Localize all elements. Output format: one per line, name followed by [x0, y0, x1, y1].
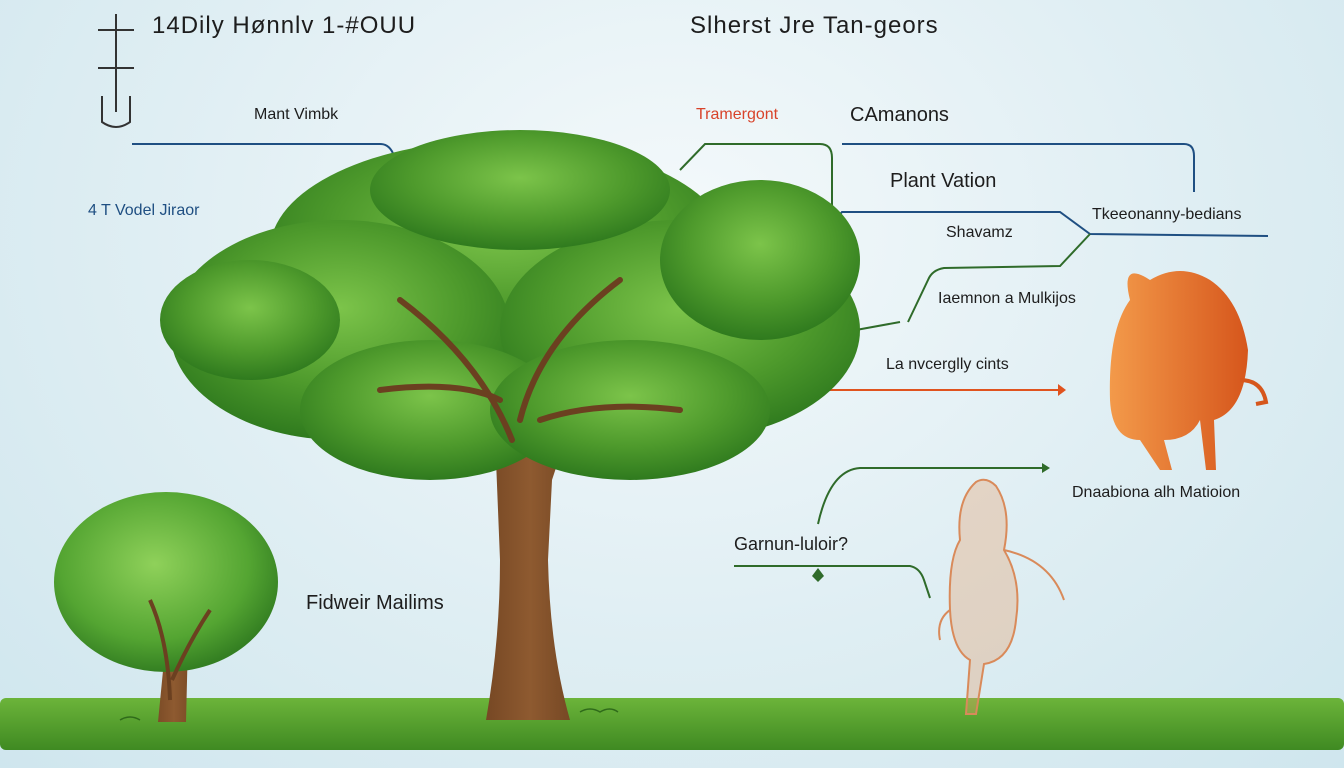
label-garnun: Garnun-luloir?: [734, 534, 849, 554]
label-t-vodel: 4 T Vodel Jiraor: [88, 202, 200, 219]
line-to-tree: [855, 321, 901, 331]
fork-icon: [98, 14, 134, 128]
arrow-orange-right: [1058, 384, 1066, 396]
line-garnun-bottom: [734, 565, 931, 599]
label-la-nvcerglly: La nvcerglly cints: [886, 356, 1009, 373]
label-shavamz: Shavamz: [946, 224, 1013, 241]
label-fidweir: Fidweir Mailims: [306, 592, 444, 614]
line-camanons: [842, 143, 1195, 192]
line-garnun-top: [817, 467, 1048, 525]
ground: [0, 698, 1344, 750]
main-tree: [160, 130, 860, 720]
line-tramergont: [679, 143, 833, 262]
arrow-green-down: [812, 568, 824, 582]
label-plant-vation: Plant Vation: [890, 170, 997, 192]
orange-animal-figure: [1109, 271, 1269, 470]
label-mant-vimbk: Mant Vimbk: [254, 106, 339, 123]
main-tree-trunk: [440, 350, 620, 720]
label-taxonomy: Tkeeonanny-bedians: [1092, 206, 1242, 223]
grass-tufts: [119, 708, 619, 721]
arrow-green-right: [1042, 463, 1050, 473]
small-tree: [54, 492, 278, 722]
title-right: Slherst Jre Tan-geors: [690, 12, 939, 39]
label-lemnon: Iaemnon a Mulkijos: [938, 290, 1076, 307]
label-camanons: CAmanons: [850, 104, 949, 126]
label-tramergont: Tramergont: [696, 106, 779, 123]
label-dnaabiona: Dnaabiona alh Matioion: [1072, 484, 1241, 501]
sketch-figure: [938, 478, 1065, 715]
line-shavamz: [907, 233, 1091, 323]
title-left: 14Dily Hønnlv 1-#OUU: [152, 12, 417, 39]
